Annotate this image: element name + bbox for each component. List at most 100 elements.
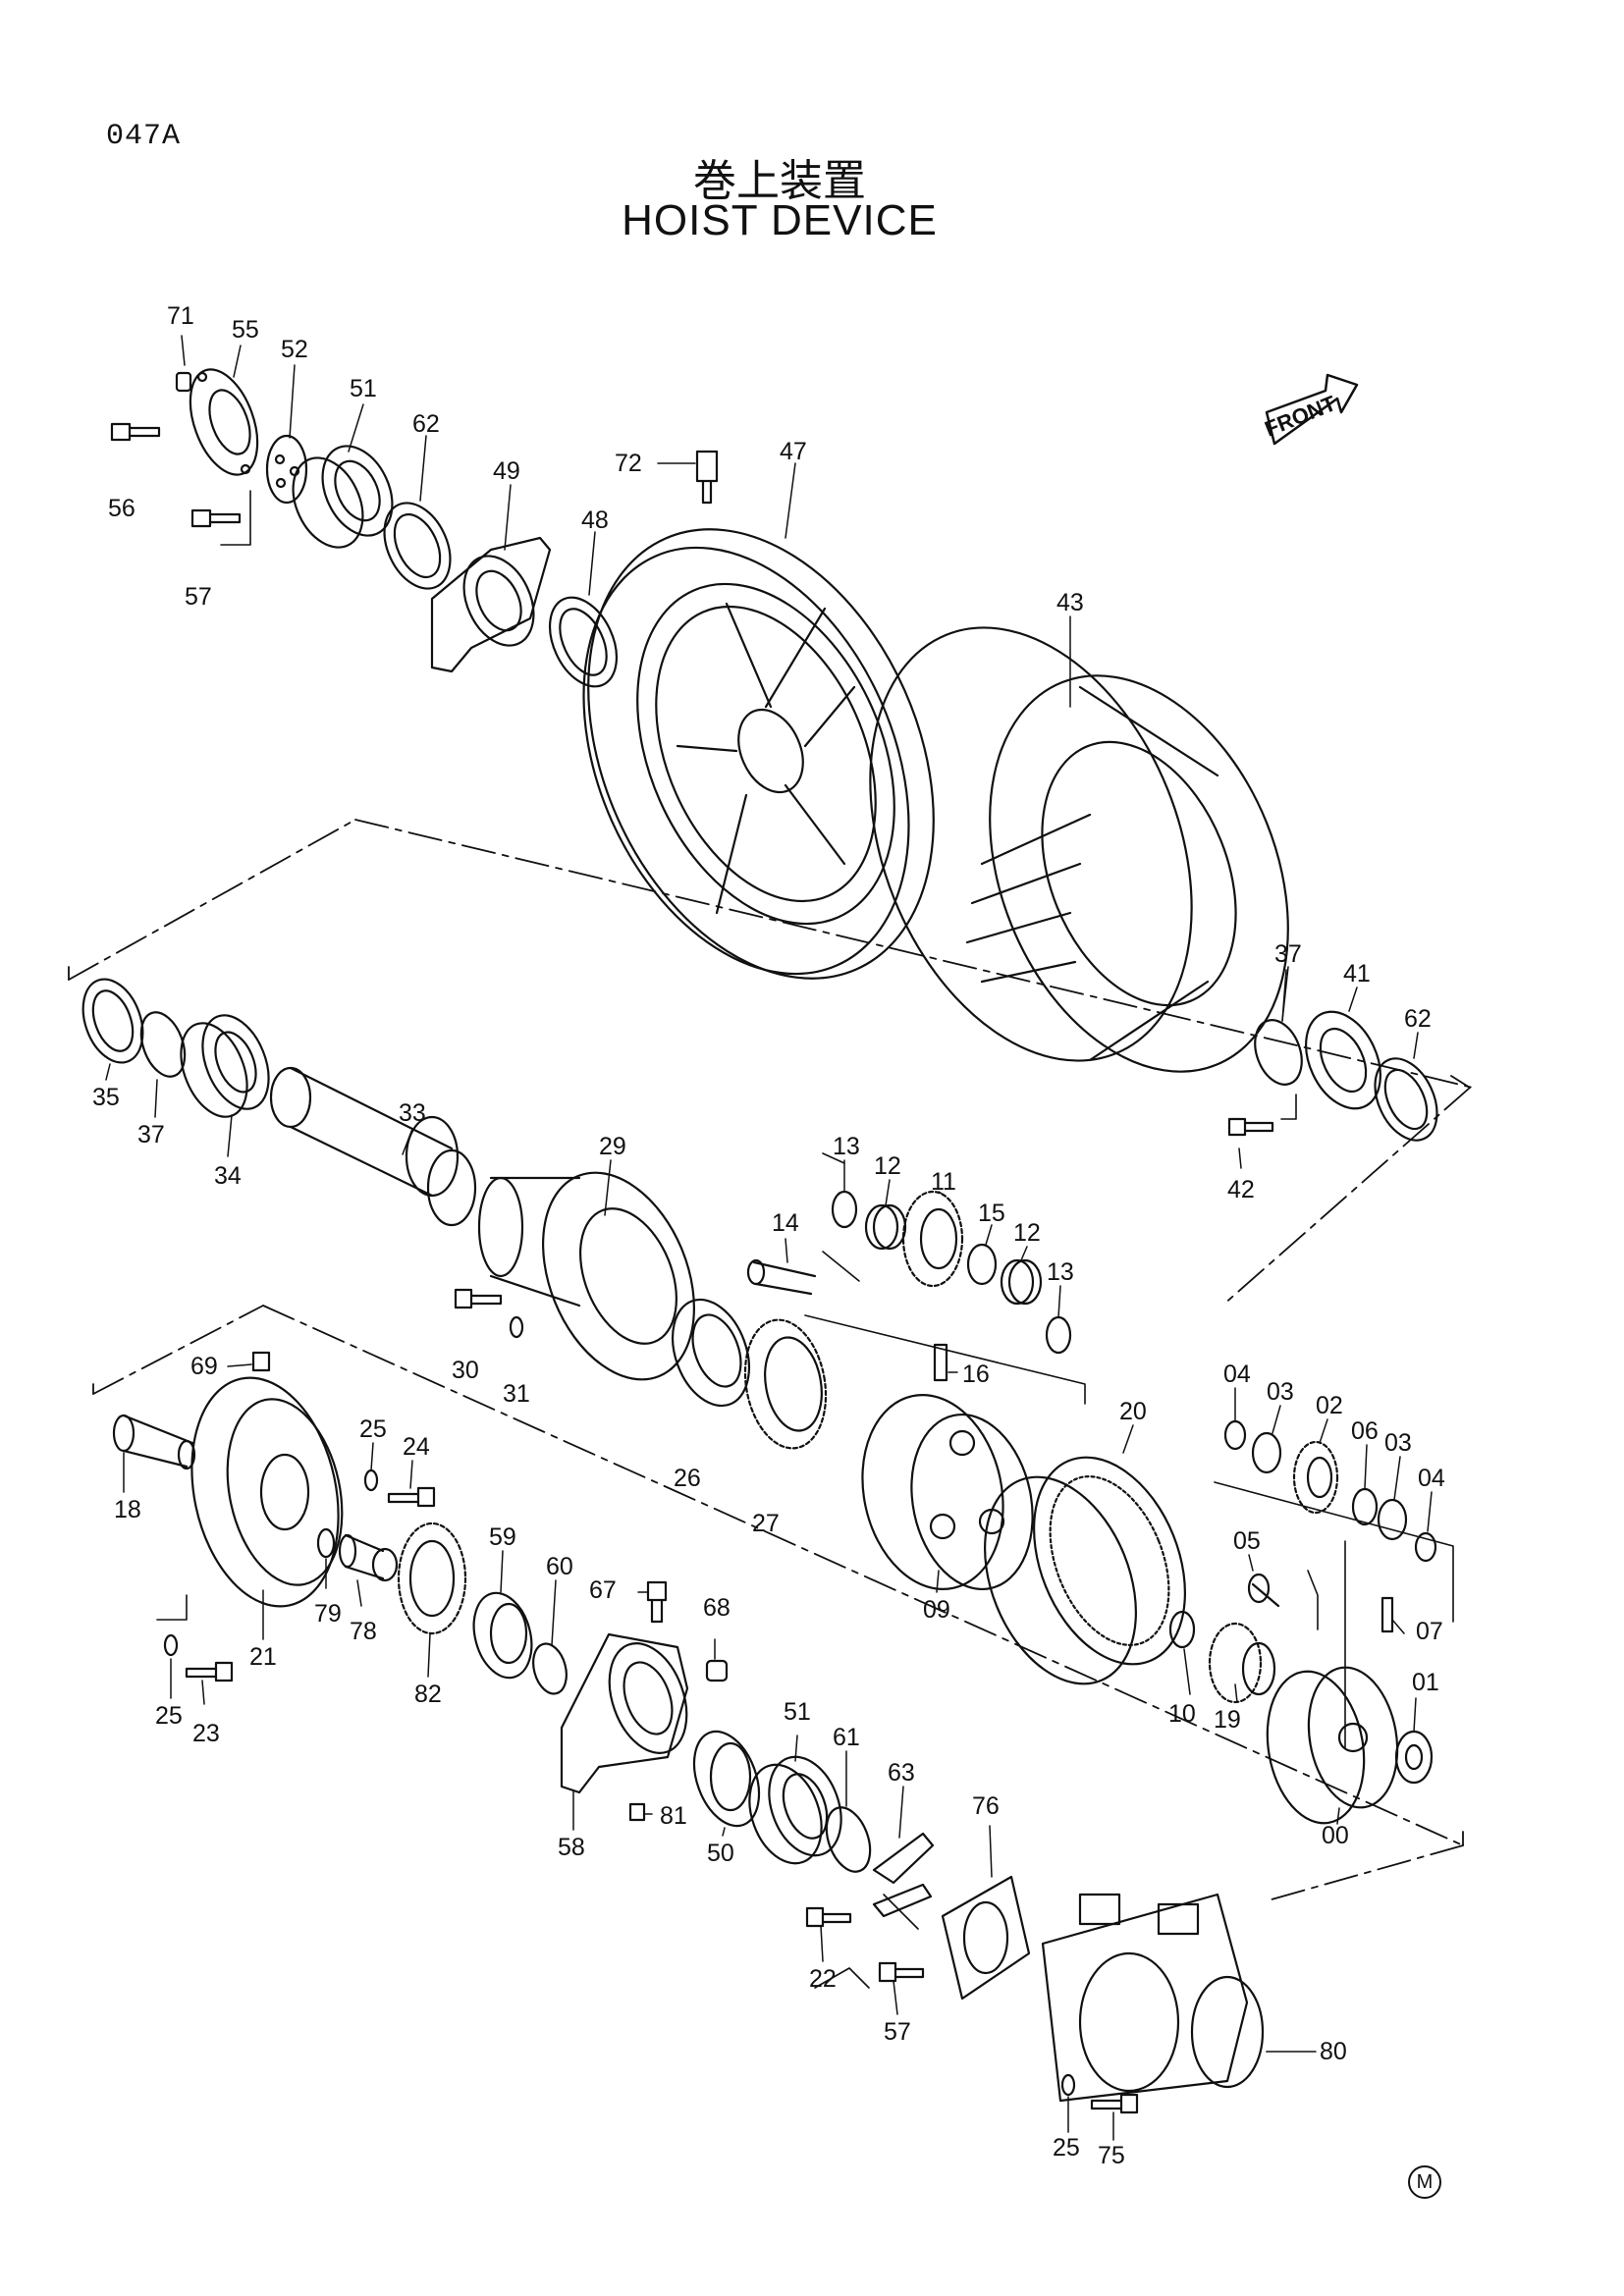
coupling-52 <box>265 434 308 505</box>
thrust-washer-13b <box>1045 1315 1072 1355</box>
callout-76: 76 <box>972 1792 1000 1820</box>
o-ring-37a <box>139 1011 187 1078</box>
callout-49: 49 <box>493 457 520 485</box>
callout-16: 16 <box>962 1361 990 1388</box>
callout-56: 56 <box>108 495 135 522</box>
callout-69: 69 <box>190 1353 218 1380</box>
carrier-09 <box>861 1394 1034 1591</box>
washer-04b <box>1414 1531 1437 1563</box>
spacer-15 <box>966 1243 998 1286</box>
callout-00: 00 <box>1322 1822 1349 1849</box>
callout-68: 68 <box>703 1594 731 1622</box>
callout-07: 07 <box>1416 1618 1443 1645</box>
callout-06: 06 <box>1351 1417 1379 1445</box>
needle-bearing-12a <box>864 1203 907 1251</box>
callout-79: 79 <box>314 1600 342 1628</box>
needle-bearing-12b <box>1000 1258 1043 1306</box>
washer-25c <box>1060 2073 1076 2097</box>
pin-14 <box>746 1258 817 1296</box>
callout-43: 43 <box>1056 589 1084 616</box>
bolt-23 <box>185 1661 234 1682</box>
callout-25b: 25 <box>155 1702 183 1730</box>
callout-13: 13 <box>833 1133 860 1160</box>
seal-62b <box>1374 1057 1438 1142</box>
callout-23: 23 <box>192 1720 220 1747</box>
bushing-78 <box>338 1533 399 1582</box>
callout-14: 14 <box>772 1209 799 1237</box>
callout-27: 27 <box>752 1510 780 1537</box>
gasket-76 <box>941 1875 1031 2001</box>
callout-63: 63 <box>888 1759 915 1787</box>
callout-60: 60 <box>546 1553 573 1580</box>
drum-47 <box>582 528 935 980</box>
washer-01 <box>1394 1730 1434 1785</box>
callout-78: 78 <box>350 1618 377 1645</box>
callout-22: 22 <box>809 1965 837 1993</box>
callout-20: 20 <box>1119 1398 1147 1425</box>
o-ring-37b <box>1254 1019 1303 1086</box>
callout-19: 19 <box>1214 1706 1241 1734</box>
washer-31 <box>509 1315 524 1339</box>
bolt-22 <box>805 1906 852 1928</box>
bolt-56 <box>110 422 161 442</box>
callout-03: 03 <box>1267 1378 1294 1406</box>
copyright-mark: M <box>1408 2165 1441 2199</box>
pin-05 <box>1247 1573 1280 1608</box>
callout-15: 15 <box>978 1200 1005 1227</box>
title-english: HOIST DEVICE <box>622 196 938 244</box>
plug-69 <box>251 1351 271 1372</box>
callout-12b: 12 <box>1013 1219 1041 1247</box>
sun-gear-19 <box>1208 1622 1276 1704</box>
callout-10: 10 <box>1168 1700 1196 1728</box>
callout-81: 81 <box>660 1802 687 1830</box>
bearing-34 <box>180 1014 270 1118</box>
bolt-57b <box>878 1961 925 1983</box>
callout-41: 41 <box>1343 960 1371 988</box>
callout-leaders <box>105 335 1433 2141</box>
callout-labels: 71 55 52 51 62 49 56 57 72 47 48 43 35 3… <box>92 302 1445 2169</box>
callout-71: 71 <box>167 302 194 330</box>
bolt-42 <box>1227 1117 1274 1137</box>
flange-41 <box>1305 1010 1381 1110</box>
callout-62: 62 <box>412 410 440 438</box>
o-ring-60 <box>532 1642 568 1695</box>
leader-lines <box>156 490 1454 1989</box>
seal-59 <box>472 1591 533 1680</box>
callout-24: 24 <box>403 1433 430 1461</box>
bearing-26 <box>672 1298 750 1408</box>
ring-gear-20 <box>984 1456 1186 1685</box>
winch-drum-43 <box>869 626 1289 1073</box>
plug-68 <box>705 1659 729 1682</box>
callout-67: 67 <box>589 1576 617 1604</box>
washer-04a <box>1223 1419 1247 1451</box>
hydraulic-motor-80 <box>1041 1893 1265 2103</box>
seal-50 <box>692 1730 761 1828</box>
callout-21: 21 <box>249 1643 277 1671</box>
bearing-flange-55 <box>189 368 259 476</box>
callout-01: 01 <box>1412 1669 1439 1696</box>
callout-09: 09 <box>923 1596 950 1624</box>
grease-nipple-72 <box>695 450 719 505</box>
callout-11: 11 <box>931 1168 956 1196</box>
retainer-61 <box>825 1806 872 1873</box>
callout-33: 33 <box>399 1099 426 1127</box>
callout-05: 05 <box>1233 1527 1261 1555</box>
cover-21 <box>190 1376 344 1608</box>
bearing-51b <box>748 1755 842 1865</box>
carrier-00 <box>1266 1666 1399 1825</box>
bolt-57 <box>190 508 242 528</box>
shaft-18 <box>112 1414 196 1470</box>
callout-48: 48 <box>581 507 609 534</box>
callout-47: 47 <box>780 438 807 465</box>
seal-35 <box>81 978 144 1064</box>
carrier-housing-29 <box>477 1171 695 1381</box>
callout-50: 50 <box>707 1840 734 1867</box>
callout-75: 75 <box>1098 2142 1125 2169</box>
callout-55: 55 <box>232 316 259 344</box>
bearing-housing-49 <box>430 536 552 673</box>
split-ring-63 <box>872 1832 935 1918</box>
callout-25: 25 <box>359 1415 387 1443</box>
callout-35: 35 <box>92 1084 120 1111</box>
callout-31: 31 <box>503 1380 530 1408</box>
washer-25a <box>363 1468 379 1492</box>
